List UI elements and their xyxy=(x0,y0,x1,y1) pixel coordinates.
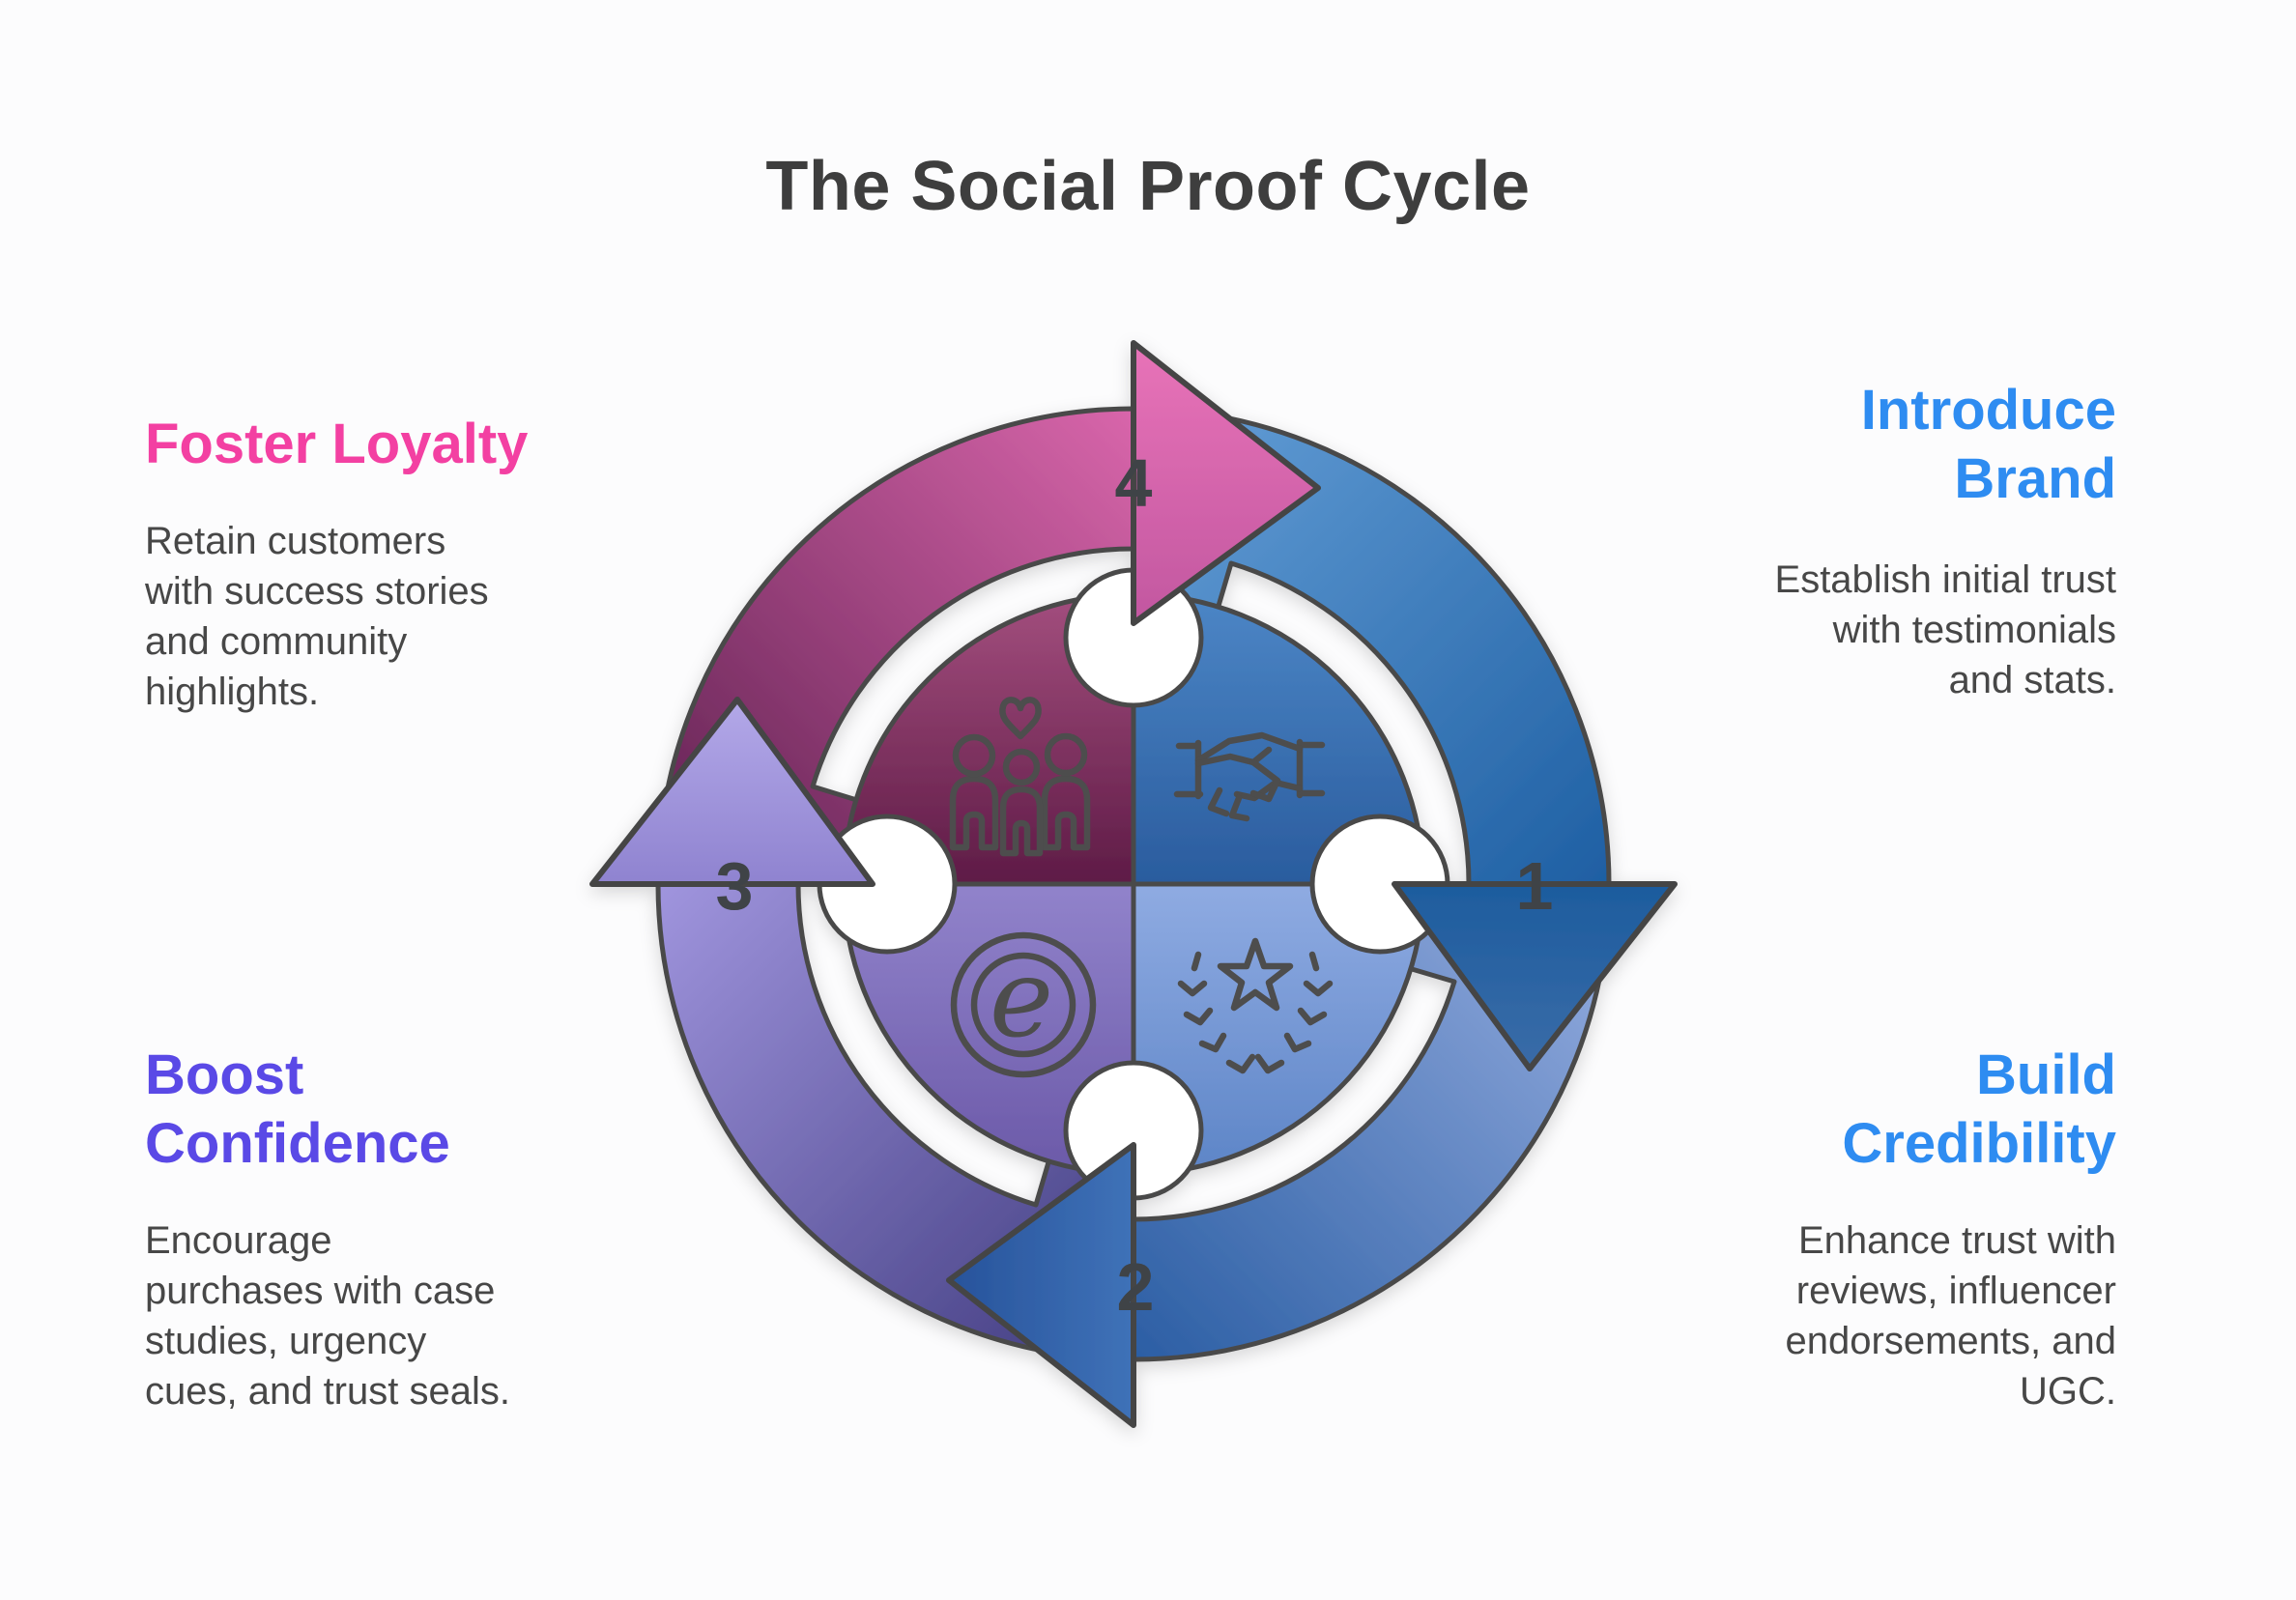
star-laurel-icon xyxy=(1177,937,1334,1074)
step-number-3: 3 xyxy=(716,848,754,924)
step-description-boost-confidence: Encourage purchases with case studies, u… xyxy=(145,1219,510,1413)
arrow-head-2 xyxy=(946,1142,1136,1428)
step-description-introduce-brand: Establish initial trust with testimonial… xyxy=(1774,558,2116,701)
step-number-1: 1 xyxy=(1516,848,1554,924)
arrow-heads xyxy=(589,340,1678,1428)
step-number-4: 4 xyxy=(1115,445,1153,521)
page-title: The Social Proof Cycle xyxy=(765,148,1531,225)
quadrant-icons: e xyxy=(949,697,1334,1078)
at-e-seal-icon: e xyxy=(950,931,1097,1078)
handshake-icon xyxy=(1173,731,1326,822)
step-heading-build-credibility: Build Credibility xyxy=(1842,1043,2116,1175)
step-description-build-credibility: Enhance trust with reviews, influencer e… xyxy=(1785,1219,2116,1413)
step-number-2: 2 xyxy=(1117,1249,1155,1325)
step-heading-boost-confidence: Boost Confidence xyxy=(145,1043,450,1175)
step-numbers: 1 2 3 4 xyxy=(716,445,1554,1325)
arrow-head-3 xyxy=(589,697,875,887)
cycle-diagram-body: e xyxy=(589,340,1678,1428)
family-heart-icon xyxy=(949,697,1091,857)
step-heading-foster-loyalty: Foster Loyalty xyxy=(145,413,529,475)
seal-letter: e xyxy=(990,936,1053,1062)
step-description-foster-loyalty: Retain customers with success stories an… xyxy=(145,520,489,713)
step-heading-introduce-brand: Introduce Brand xyxy=(1860,379,2116,510)
arrow-head-4 xyxy=(1131,340,1321,626)
arrow-head-1 xyxy=(1392,881,1678,1071)
